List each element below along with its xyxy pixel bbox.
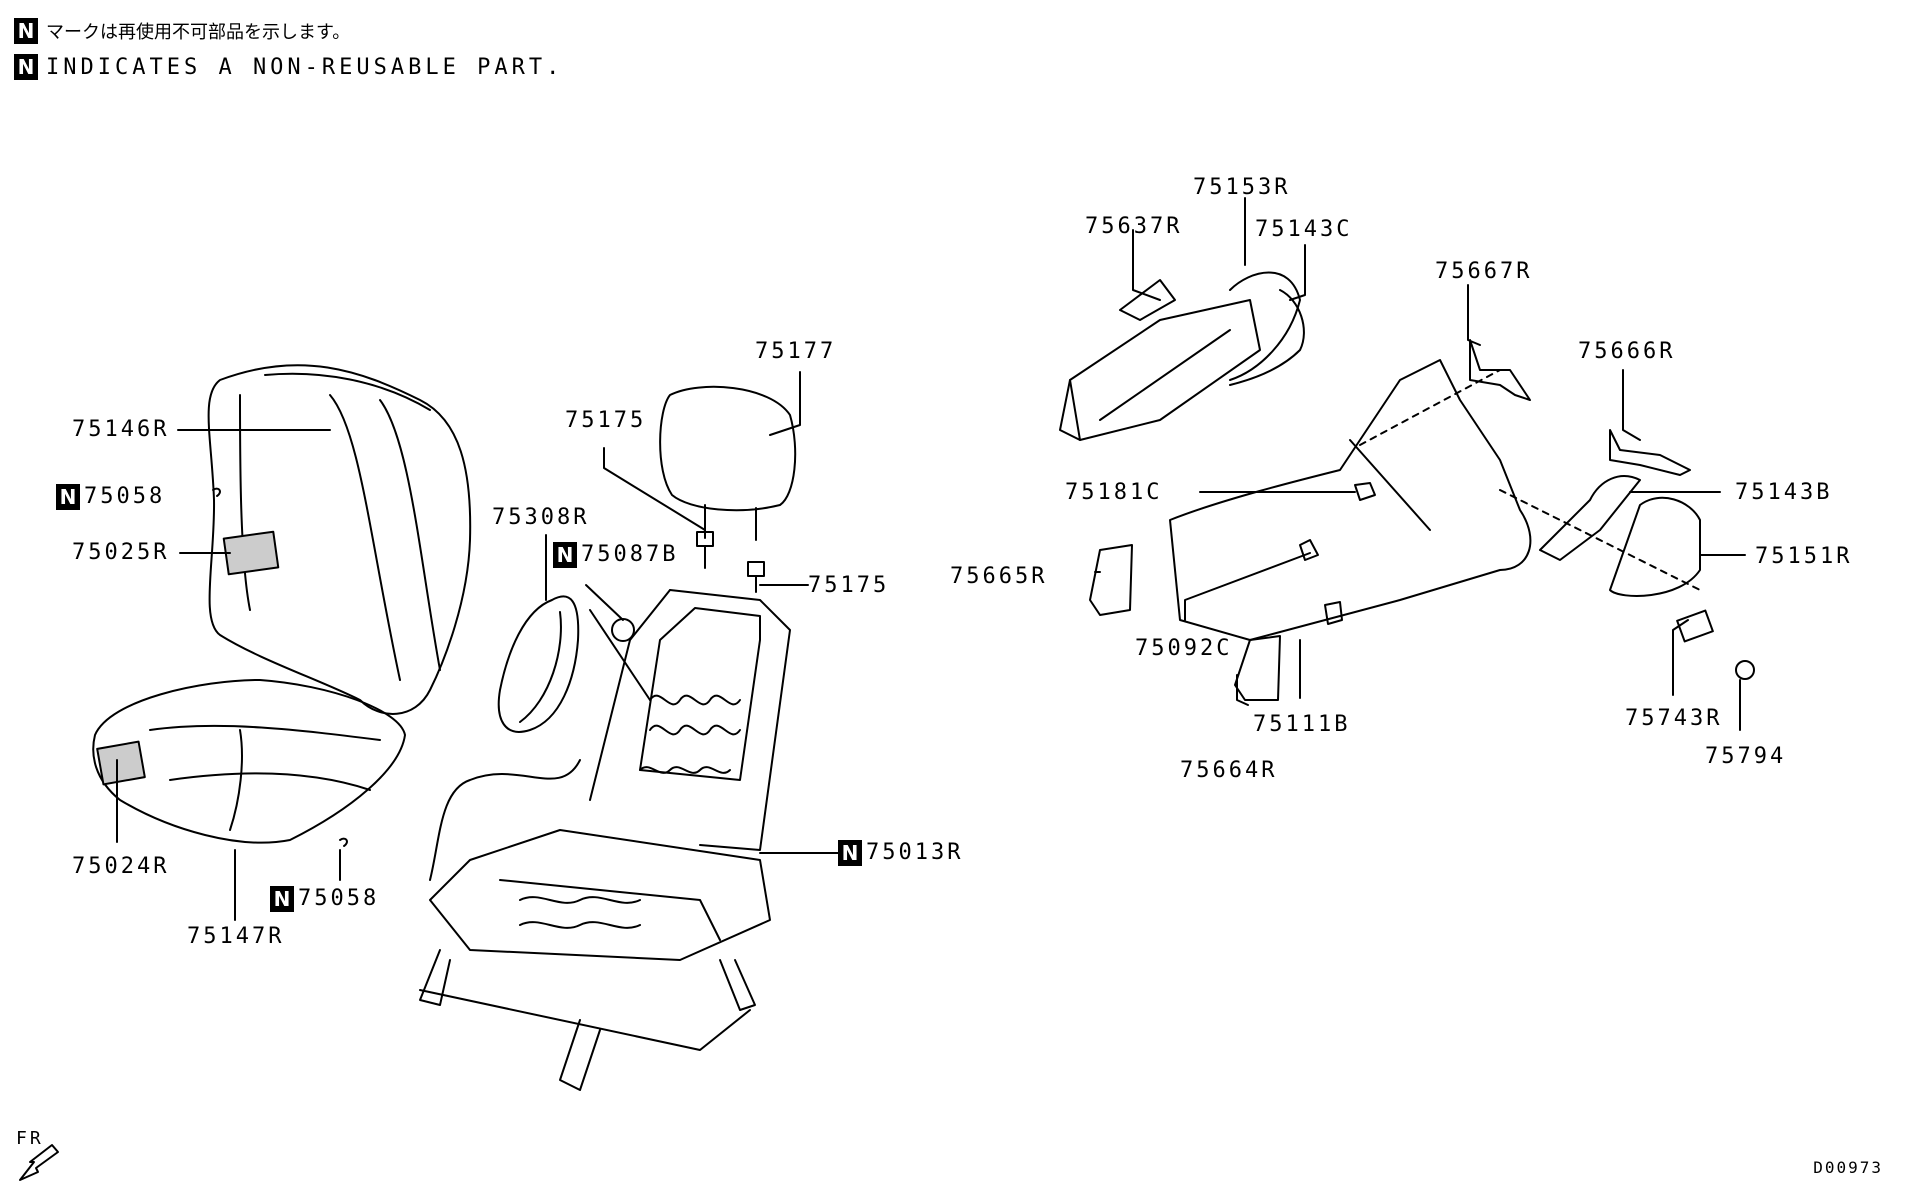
leader-lines	[116, 197, 1746, 921]
part-number: 75308R	[492, 505, 590, 530]
part-number: 75024R	[72, 854, 170, 879]
non-reusable-badge: N	[553, 542, 577, 568]
non-reusable-badge: N	[14, 18, 38, 44]
part-number: 75181C	[1065, 480, 1163, 505]
part-label-75143B[interactable]: 75143B	[1735, 480, 1832, 506]
part-label-75794[interactable]: 75794	[1705, 744, 1786, 770]
part-label-75667R[interactable]: 75667R	[1435, 259, 1532, 285]
part-label-75147R[interactable]: 75147R	[187, 924, 284, 950]
part-label-75308R[interactable]: 75308R	[492, 505, 589, 531]
part-number: 75175	[565, 408, 647, 433]
part-number: 75743R	[1625, 706, 1723, 731]
part-number: 75637R	[1085, 214, 1183, 239]
part-label-75143C[interactable]: 75143C	[1255, 217, 1352, 243]
part-label-75181C[interactable]: 75181C	[1065, 480, 1162, 506]
part-number: 75058	[84, 484, 166, 509]
part-number: 75794	[1705, 744, 1787, 769]
non-reusable-badge: N	[838, 840, 862, 866]
part-number: 75146R	[72, 417, 170, 442]
front-direction-arrow	[19, 1144, 59, 1181]
part-number: 75666R	[1578, 339, 1676, 364]
headrest-guides-drawing	[212, 487, 765, 847]
seatback-cover-drawing	[207, 364, 472, 715]
part-label-75146R[interactable]: 75146R	[72, 417, 169, 443]
part-number: 75151R	[1755, 544, 1853, 569]
part-number: 75153R	[1193, 175, 1291, 200]
drawing-code: D00973	[1813, 1158, 1883, 1177]
part-number: 75664R	[1180, 758, 1278, 783]
part-label-75024R[interactable]: 75024R	[72, 854, 169, 880]
legend-line-jp: N マークは再使用不可部品を示します。	[14, 18, 350, 44]
part-label-75025R[interactable]: 75025R	[72, 540, 169, 566]
part-number: 75143B	[1735, 480, 1833, 505]
part-number: 75147R	[187, 924, 285, 949]
part-label-75111B[interactable]: 75111B	[1253, 712, 1350, 738]
part-number: 75111B	[1253, 712, 1351, 737]
part-number: 75025R	[72, 540, 170, 565]
non-reusable-badge: N	[14, 54, 38, 80]
legend-line-en: N INDICATES A NON-REUSABLE PART.	[14, 54, 563, 80]
part-label-75177[interactable]: 75177	[755, 339, 836, 365]
seat-frame-drawing	[419, 589, 791, 1091]
part-number: 75092C	[1135, 636, 1233, 661]
part-label-75743R[interactable]: 75743R	[1625, 706, 1722, 732]
part-number: 75177	[755, 339, 837, 364]
part-number: 75143C	[1255, 217, 1353, 242]
non-reusable-badge: N	[270, 886, 294, 912]
part-label-75665R[interactable]: 75665R	[950, 564, 1047, 590]
part-label-75175-right[interactable]: 75175	[808, 573, 889, 599]
part-label-75637R[interactable]: 75637R	[1085, 214, 1182, 240]
part-label-75664R[interactable]: 75664R	[1180, 758, 1277, 784]
non-reusable-badge: N	[56, 484, 80, 510]
front-direction-label: FR	[16, 1128, 44, 1149]
part-label-75092C[interactable]: 75092C	[1135, 636, 1232, 662]
legend-text-jp: マークは再使用不可部品を示します。	[46, 22, 351, 43]
part-number: 75667R	[1435, 259, 1533, 284]
legend-text-en: INDICATES A NON-REUSABLE PART.	[46, 54, 564, 80]
seat-track-drawing	[1059, 271, 1755, 701]
part-label-75666R[interactable]: 75666R	[1578, 339, 1675, 365]
part-label-75153R[interactable]: 75153R	[1193, 175, 1290, 201]
part-number: 75665R	[950, 564, 1048, 589]
headrest-drawing	[659, 385, 797, 541]
part-label-75151R[interactable]: 75151R	[1755, 544, 1852, 570]
cushion-cover-drawing	[92, 679, 406, 844]
part-number: 75087B	[581, 542, 679, 567]
part-label-75175-top[interactable]: 75175	[565, 408, 646, 434]
part-number: 75013R	[866, 840, 964, 865]
part-number: 75175	[808, 573, 890, 598]
side-panel-drawing	[497, 595, 580, 733]
part-number: 75058	[298, 886, 380, 911]
